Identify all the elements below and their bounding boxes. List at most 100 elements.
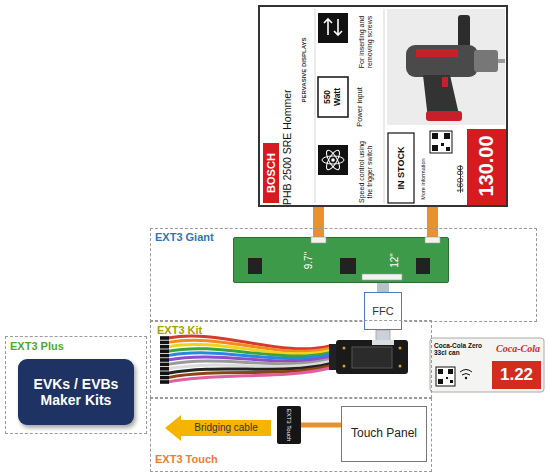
kit-board	[329, 340, 408, 374]
kit-label: EVKs / EVBs Maker Kits	[18, 359, 134, 425]
rect-shape	[406, 45, 478, 77]
rect-shape	[318, 145, 348, 175]
size-label: 9.7"	[303, 246, 316, 276]
jumper-wire	[168, 366, 330, 378]
rect-shape	[446, 147, 450, 151]
wire-connector	[160, 336, 169, 340]
cable-arrow: Bridging cable	[165, 415, 271, 441]
wire-connector	[160, 345, 169, 349]
wire-connector	[160, 363, 169, 367]
circle-shape	[465, 377, 467, 379]
rect-shape	[426, 111, 462, 121]
board-label: EXT3 Touch	[284, 406, 294, 444]
rect-shape	[387, 9, 505, 125]
display-flex-cables	[313, 205, 438, 241]
rect-shape	[446, 377, 448, 379]
jumper-wire	[168, 357, 330, 361]
jumper-wire	[168, 349, 330, 356]
rect-shape	[498, 59, 505, 63]
region-box: EXT3 PlusEVKs / EVBs Maker Kits	[5, 336, 147, 434]
ffc-box: FFC	[364, 292, 402, 330]
product-name: PHB 2500 SRE Hommer	[281, 87, 295, 205]
circle-shape	[331, 158, 335, 162]
drill-photo	[387, 9, 505, 125]
jumper-wire	[168, 344, 330, 353]
line-shape	[315, 9, 316, 203]
info-text: More information	[418, 152, 428, 206]
arrows-icon	[318, 13, 348, 43]
display-artwork	[258, 5, 508, 207]
atom-icon	[318, 145, 348, 175]
path-shape	[324, 19, 342, 35]
region-box: EXT3 TouchBridging cableEXT3 TouchTouch …	[150, 398, 432, 472]
rect-shape	[416, 49, 458, 57]
kit-box: EVKs / EVBs Maker Kits	[18, 359, 134, 425]
rect-shape	[448, 369, 453, 374]
region-title: EXT3 Kit	[157, 324, 202, 337]
jumper-wire	[168, 361, 330, 368]
rect-shape	[259, 6, 507, 206]
price: 130.00	[468, 127, 504, 205]
rect-shape	[372, 340, 394, 345]
flex-cable	[301, 423, 341, 428]
rect-shape	[442, 77, 448, 87]
product-text: Coca-Cola Zero 33cl can	[434, 342, 492, 362]
circle-shape	[343, 365, 346, 368]
touch-panel: Touch Panel	[341, 406, 427, 462]
rect-shape	[432, 145, 438, 151]
jumper-wire	[168, 336, 330, 349]
ellipse-shape	[324, 148, 342, 171]
region-box: EXT3 Giant 9.7" 12"	[150, 228, 537, 322]
rect-shape	[388, 133, 414, 203]
ellipse-shape	[322, 156, 344, 164]
brand-name: BOSCH	[263, 143, 279, 203]
power-box	[318, 77, 348, 117]
logo-text: PERVASIVE DISPLAYS	[299, 25, 309, 115]
price: 1.22	[492, 361, 541, 389]
rect-shape	[474, 50, 498, 72]
wire-connector	[160, 367, 169, 371]
region-box: EXT3 Kit	[150, 320, 432, 398]
rect-shape	[318, 13, 348, 43]
rect-shape	[438, 379, 443, 384]
rect-shape	[313, 205, 324, 241]
polygon-shape	[165, 415, 271, 441]
rect-shape	[432, 133, 438, 139]
jumper-wire	[168, 353, 330, 359]
cable-label: Bridging cable	[181, 420, 271, 436]
rect-shape	[263, 143, 279, 203]
panel-label: Touch Panel	[342, 407, 426, 461]
region-title: EXT3 Giant	[155, 231, 214, 244]
feature-text: For inserting and removing screws	[351, 9, 381, 75]
brand-logo: Coca-Cola	[494, 341, 542, 357]
region-title: EXT3 Plus	[10, 340, 64, 353]
rect-shape	[376, 330, 390, 342]
rect-shape	[438, 369, 443, 374]
rect-shape	[336, 340, 408, 374]
feature-text: Power input	[353, 77, 367, 137]
wire-connector	[160, 380, 169, 384]
circle-shape	[343, 347, 346, 350]
rect-shape	[430, 338, 544, 392]
circle-shape	[399, 347, 402, 350]
wire-connector	[160, 341, 169, 345]
wire-connector	[160, 349, 169, 353]
epaper-display: BOSCHPHB 2500 SRE Hommer PERVASIVE DISPLA…	[258, 5, 508, 207]
rect-shape	[430, 131, 452, 153]
display-content: BOSCHPHB 2500 SRE Hommer PERVASIVE DISPLA…	[258, 5, 508, 207]
jumper-wire	[168, 364, 330, 374]
size-label: 12"	[389, 246, 402, 276]
touch-board: EXT3 Touch	[277, 406, 301, 444]
ffc-cable	[377, 283, 389, 292]
rect-shape	[450, 380, 453, 383]
ellipse-shape	[324, 148, 342, 171]
wire-connector	[160, 376, 169, 380]
path-shape	[460, 370, 472, 376]
power-value: 550 Watt	[320, 84, 346, 110]
rect-shape	[352, 347, 392, 368]
small-epaper-display	[430, 338, 544, 392]
ffc-ribbon	[376, 330, 390, 342]
ffc-label: FFC	[365, 293, 401, 329]
line-shape	[384, 9, 385, 203]
